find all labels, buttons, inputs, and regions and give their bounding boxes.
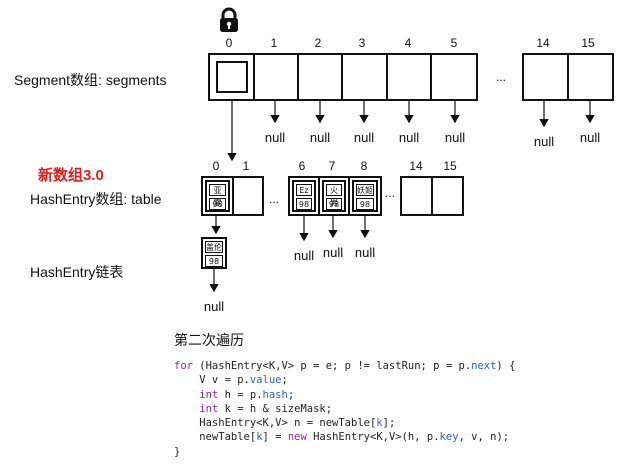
entry-value: 98 <box>326 198 342 210</box>
table-index-15: 15 <box>443 159 457 173</box>
entry-value: 98 <box>356 198 374 210</box>
table-label: HashEntry数组: table <box>30 191 162 207</box>
segment-null-14: null <box>533 134 555 149</box>
segment-null-1: null <box>264 130 286 145</box>
code-line-6: newTable[k] = new HashEntry<K,V>(h, p.ke… <box>174 431 510 444</box>
table-null-6: null <box>293 248 315 263</box>
table-cell-14 <box>400 176 433 216</box>
table-cell-1 <box>232 176 264 216</box>
table-ellipsis-right: ... <box>385 186 396 200</box>
chain-null: null <box>203 299 225 314</box>
table-cell-15 <box>431 176 464 216</box>
segment-index-0: 0 <box>225 36 233 50</box>
table-index-1: 1 <box>242 159 250 173</box>
table-index-6: 6 <box>298 159 306 173</box>
table-entry-7: 火男 98 <box>322 180 346 212</box>
segment-index-2: 2 <box>314 36 322 50</box>
segment-index-1: 1 <box>270 36 278 50</box>
entry-key: Ez <box>296 184 312 196</box>
code-line-7: } <box>174 445 181 458</box>
segment-cell-3 <box>341 53 388 101</box>
code-line-4: int k = h & sizeMask; <box>199 402 333 415</box>
table-ellipsis-left: ... <box>269 192 280 206</box>
code-line-1: for (HashEntry<K,V> p = e; p != lastRun;… <box>174 360 516 372</box>
segments-ellipsis: ... <box>496 70 507 84</box>
segment-cell-4 <box>386 53 432 101</box>
entry-key: 盖伦 <box>205 241 223 253</box>
segment-cell-5 <box>430 53 478 101</box>
chain-entry: 盖伦 98 <box>201 237 227 269</box>
segment-index-5: 5 <box>450 36 458 50</box>
segment-cell-14 <box>522 53 569 101</box>
entry-value: 98 <box>296 198 312 210</box>
code-title: 第二次遍历 <box>174 332 244 348</box>
segment-index-4: 4 <box>404 36 412 50</box>
table-null-8: null <box>354 245 376 260</box>
table-entry-8: 妖姬 98 <box>352 180 378 212</box>
entry-key: 妖姬 <box>356 184 374 196</box>
lock-icon <box>215 6 243 34</box>
entry-value: 98 <box>209 198 226 210</box>
code-line-5: HashEntry<K,V> n = newTable[k]; <box>174 417 396 430</box>
entry-value: 98 <box>205 255 223 267</box>
table-entry-0: 亚索 98 <box>205 180 230 212</box>
table-entry-6: Ez 98 <box>292 180 316 212</box>
new-array-heading: 新数组3.0 <box>38 167 104 184</box>
entry-key: 火男 <box>326 184 342 207</box>
table-index-14: 14 <box>409 159 423 173</box>
segment-index-15: 15 <box>581 36 595 50</box>
segment-cell-2 <box>297 53 343 101</box>
table-index-8: 8 <box>360 159 368 173</box>
segments-label: Segment数组: segments <box>14 72 167 88</box>
table-null-7: null <box>322 245 344 260</box>
code-line-3: int h = p.hash; <box>199 388 295 401</box>
entry-key: 亚索 <box>209 184 226 207</box>
segment-null-15: null <box>579 130 601 145</box>
code-line-2: V v = p.value; <box>174 374 288 387</box>
segment-null-4: null <box>398 130 420 145</box>
segment-cell-0-inner <box>216 61 248 93</box>
table-index-0: 0 <box>212 159 220 173</box>
segment-null-5: null <box>444 130 466 145</box>
table-index-7: 7 <box>328 159 336 173</box>
chain-label: HashEntry链表 <box>30 264 124 280</box>
segment-cell-1 <box>253 53 299 101</box>
segment-cell-15 <box>567 53 614 101</box>
segment-index-3: 3 <box>358 36 366 50</box>
segment-null-3: null <box>353 130 375 145</box>
segment-index-14: 14 <box>536 36 550 50</box>
segment-null-2: null <box>309 130 331 145</box>
code-block: for (HashEntry<K,V> p = e; p != lastRun;… <box>174 359 515 459</box>
